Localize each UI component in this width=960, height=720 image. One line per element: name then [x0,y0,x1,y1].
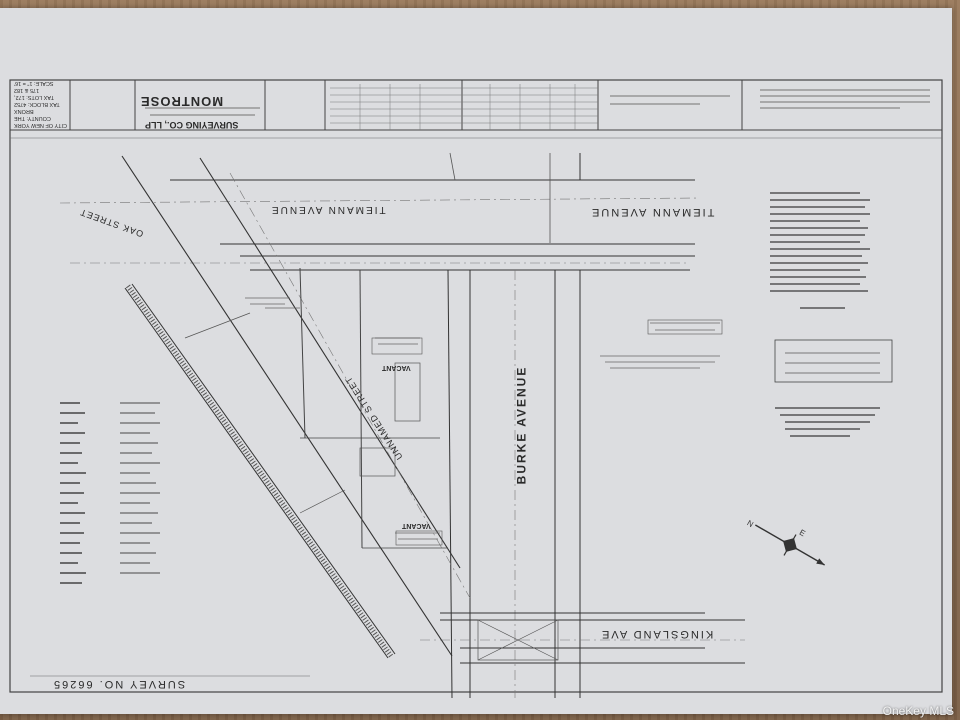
lot-label-vacant-2: VACANT [402,522,431,529]
street-label-burke: BURKE AVENUE [514,365,529,485]
location-line: CITY OF NEW YORK [14,122,67,128]
company-subtitle: SURVEYING CO., LLP [145,120,239,130]
street-label-tiemann-east: TIEMANN AVENUE [590,206,715,218]
survey-drawing: N E [9,79,943,699]
location-line: TAX LOTS: 172, [14,94,54,100]
svg-text:E: E [798,528,807,538]
location-line: 175 & 182 [14,87,40,93]
street-label-kingsland: KINGSLAND AVE [600,628,714,640]
north-arrow-icon: N E [745,518,825,566]
location-block: CITY OF NEW YORK COUNTY: THE BRONX TAX B… [14,80,68,128]
location-line: TAX BLOCK: 4752 [14,101,60,107]
watermark: OneKey MLS [882,704,954,718]
street-label-tiemann-west: TIEMANN AVENUE [270,204,386,215]
survey-number: SURVEY NO. 66265 [52,678,186,690]
lot-label-vacant-1: VACANT [382,364,411,371]
survey-sheet: N E MONTROSE SURVEYING CO., LLP CITY OF … [0,8,952,714]
location-line: COUNTY: THE BRONX [14,108,51,121]
svg-text:N: N [745,518,755,529]
company-name: MONTROSE [140,94,224,109]
location-line: SCALE: 1" = 16' [14,80,54,86]
